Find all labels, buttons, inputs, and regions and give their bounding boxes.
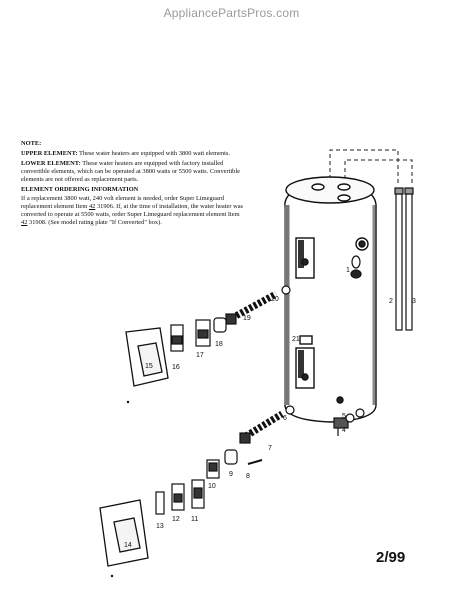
stray-marks — [110, 400, 130, 578]
callout-10: 10 — [208, 483, 216, 490]
pipe-rods — [394, 187, 414, 331]
callout-8: 8 — [246, 473, 250, 480]
lower-element-text: These water heaters are equipped with fa… — [21, 160, 240, 184]
access-panel-lower — [99, 499, 149, 567]
callout-18: 18 — [215, 341, 223, 348]
ordering-num-1: 31906. — [96, 202, 115, 210]
ordering-item-2: 42 — [21, 218, 28, 226]
callout-7: 7 — [268, 445, 272, 452]
date-code: 2/99 — [376, 549, 406, 566]
callout-12: 12 — [172, 516, 180, 523]
upper-heating-element — [225, 285, 291, 325]
callout-16: 16 — [172, 364, 180, 371]
callout-15: 15 — [145, 363, 153, 370]
lower-heating-element — [239, 405, 295, 444]
callout-17: 17 — [196, 352, 204, 359]
lower-thermostat-parts — [155, 449, 263, 515]
callout-11: 11 — [191, 516, 198, 523]
callout-9: 9 — [229, 471, 233, 478]
upper-thermostat-parts — [170, 317, 227, 352]
ordering-item-1: 42 — [88, 202, 96, 210]
part-callouts: 1 2 3 4 5 6 7 8 9 10 11 12 13 14 15 16 1… — [124, 267, 416, 549]
lower-element-heading: LOWER ELEMENT: — [21, 160, 81, 168]
element-notes: NOTE: UPPER ELEMENT: These water heaters… — [21, 140, 246, 229]
callout-20: 20 — [271, 296, 279, 303]
ordering-text-1: If a replacement 3800 watt, 240 volt ele… — [21, 194, 225, 210]
callout-19: 19 — [243, 315, 251, 322]
callout-14: 14 — [124, 542, 132, 549]
notes-title: NOTE: — [21, 140, 42, 147]
callout-13: 13 — [156, 523, 164, 530]
drain-valve — [333, 408, 365, 436]
callout-21: 21 — [292, 336, 300, 343]
access-panel-upper — [125, 327, 169, 387]
ordering-heading: ELEMENT ORDERING INFORMATION — [21, 186, 139, 194]
ordering-text-3: (See model rating plate "If Converted" b… — [48, 218, 162, 226]
callout-3: 3 — [412, 298, 416, 305]
dashed-pipe-lines — [329, 149, 413, 186]
callout-1: 1 — [346, 267, 350, 274]
upper-element-heading: UPPER ELEMENT: — [21, 150, 78, 158]
relief-valve — [350, 255, 362, 279]
water-heater-tank — [284, 176, 377, 423]
callout-6: 6 — [283, 415, 287, 422]
ordering-num-2: 31908. — [29, 218, 47, 226]
ordering-text-2: If, at the time of installation, the wat… — [21, 202, 244, 218]
upper-element-text: These water heaters are equipped with 38… — [79, 150, 231, 158]
watermark: AppliancePartsPros.com — [163, 6, 300, 20]
callout-5: 5 — [342, 413, 346, 420]
callout-2: 2 — [389, 298, 393, 305]
callout-4: 4 — [342, 427, 346, 434]
